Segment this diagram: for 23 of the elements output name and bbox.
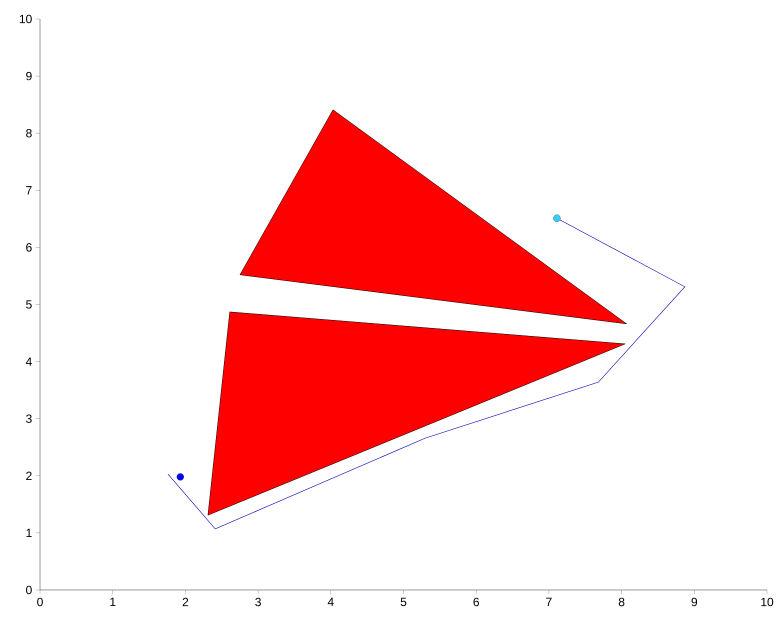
y-tick-label: 7 bbox=[26, 186, 32, 194]
x-tick-label: 3 bbox=[255, 598, 261, 606]
x-tick-label: 8 bbox=[618, 598, 624, 606]
x-tick-label: 0 bbox=[37, 598, 43, 606]
y-tick-label: 4 bbox=[26, 357, 32, 366]
x-tick-label: 4 bbox=[328, 598, 334, 606]
x-tick-label: 2 bbox=[182, 598, 188, 606]
y-tick-label: 1 bbox=[26, 528, 32, 537]
y-tick-label: 2 bbox=[26, 472, 32, 480]
y-tick-label: 10 bbox=[20, 14, 32, 24]
x-tick-label: 7 bbox=[546, 598, 552, 606]
y-tick-label: 5 bbox=[26, 300, 32, 309]
x-tick-label: 1 bbox=[110, 598, 116, 606]
x-tick-label: 10 bbox=[761, 598, 774, 606]
y-tick-label: 9 bbox=[26, 72, 32, 80]
y-tick-label: 8 bbox=[26, 128, 32, 138]
y-tick-label: 0 bbox=[26, 586, 32, 594]
x-tick-label: 5 bbox=[400, 598, 406, 606]
y-tick-label: 3 bbox=[26, 414, 32, 423]
y-tick-label: 6 bbox=[26, 243, 32, 252]
line-chart: 0 1 2 3 4 5 6 7 8 9 10 0 1 2 3 4 5 6 7 8 9 10 bbox=[20, 14, 774, 606]
x-tick-label: 6 bbox=[473, 598, 480, 606]
x-tick-label: 9 bbox=[692, 598, 698, 606]
